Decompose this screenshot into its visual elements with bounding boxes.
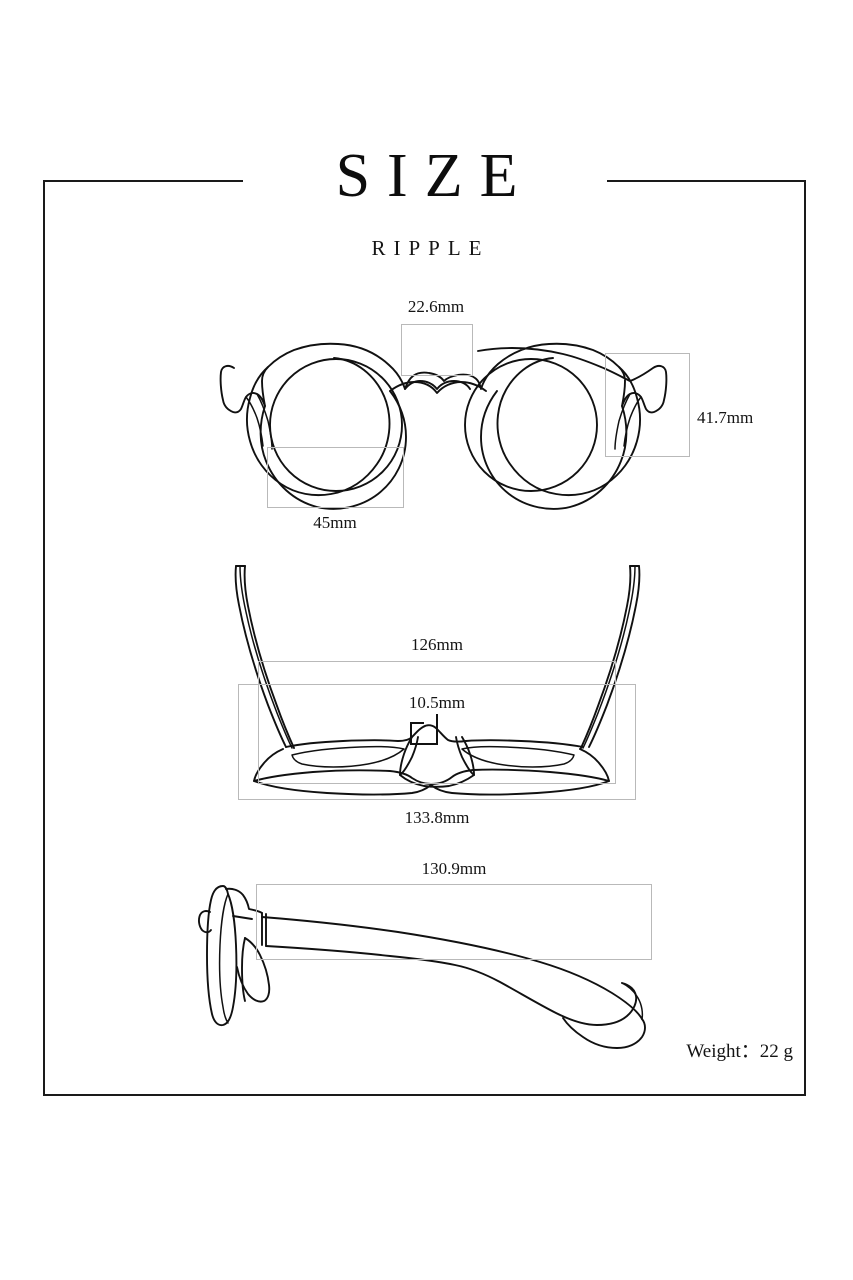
- outer-width-guide: [238, 684, 636, 800]
- inner-width-guide: [258, 661, 616, 784]
- temple-length-guide: [256, 884, 652, 960]
- frame-border-left: [43, 181, 45, 1096]
- bridge-width-label: 22.6mm: [407, 297, 465, 316]
- nose-depth-leader-vertical: [436, 714, 438, 744]
- page-title: SIZE: [335, 142, 535, 210]
- frame-border-top-left: [43, 180, 243, 182]
- frame-border-bottom: [43, 1094, 806, 1096]
- nose-depth-leader-horizontal: [410, 743, 438, 745]
- nose-bridge-depth-label: 10.5mm: [408, 693, 466, 712]
- lens-width-label: 45mm: [313, 513, 357, 532]
- inner-width-label: 126mm: [411, 635, 463, 654]
- outer-width-label: 133.8mm: [404, 808, 470, 827]
- nose-depth-bracket-vertical: [410, 722, 412, 744]
- temple-length-label: 130.9mm: [421, 859, 487, 878]
- nose-depth-bracket-horizontal: [410, 722, 424, 724]
- frame-border-top-right: [607, 180, 806, 182]
- lens-height-guide: [605, 353, 690, 457]
- weight-label: Weight：22 g: [686, 1041, 793, 1062]
- model-name: RIPPLE: [371, 236, 490, 260]
- frame-border-right: [804, 181, 806, 1096]
- bridge-width-guide: [401, 324, 473, 376]
- lens-height-label: 41.7mm: [697, 408, 754, 427]
- lens-width-guide: [267, 447, 404, 508]
